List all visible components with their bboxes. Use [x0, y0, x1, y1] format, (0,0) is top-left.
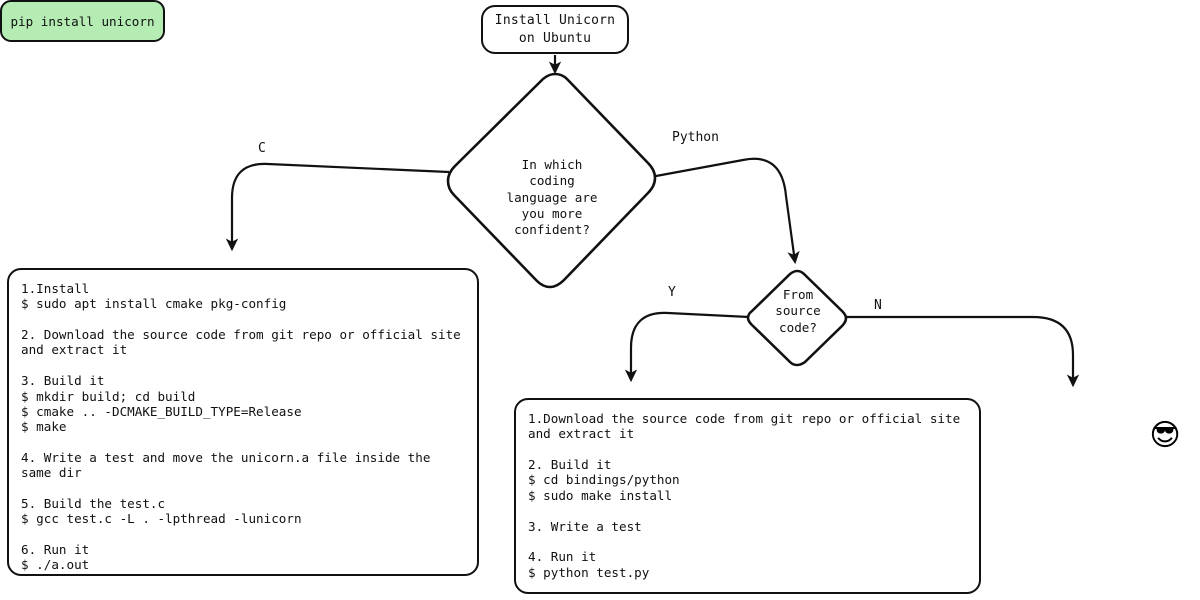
edge-python-branch	[655, 157, 800, 265]
node-python-instructions[interactable]: 1.Download the source code from git repo…	[514, 398, 981, 594]
node-pip-install-unicorn[interactable]: pip install unicorn	[0, 0, 165, 42]
decision-main-shape[interactable]	[446, 72, 657, 289]
node-start-install-unicorn[interactable]: Install Unicorn on Ubuntu	[481, 5, 629, 54]
edge-label-python: Python	[672, 130, 719, 145]
decision-source-label: From source code?	[775, 287, 821, 335]
edge-label-c: C	[258, 141, 266, 156]
start-node-label: Install Unicorn on Ubuntu	[494, 12, 616, 46]
edge-c-branch	[225, 162, 450, 252]
pip-node-label: pip install unicorn	[10, 13, 155, 29]
edge-label-yes: Y	[668, 285, 676, 300]
edge-yes-branch	[624, 311, 750, 383]
sunglasses-emoji: 😎	[1149, 418, 1181, 453]
node-c-instructions[interactable]: 1.Install $ sudo apt install cmake pkg-c…	[7, 268, 479, 576]
edge-no-branch	[846, 315, 1080, 388]
decision-source-shape[interactable]	[746, 269, 848, 367]
decision-main-label: In which coding language are you more co…	[506, 157, 598, 238]
edge-label-no: N	[874, 298, 882, 313]
